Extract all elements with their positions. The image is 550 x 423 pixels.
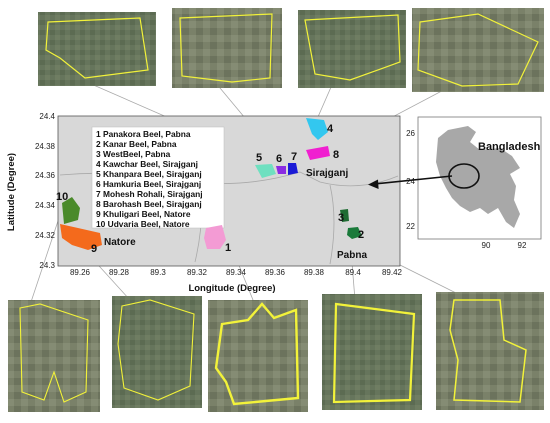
legend-entry-8: 8 Barohash Beel, Sirajganj: [96, 199, 202, 209]
x-tick-label: 89.38: [304, 268, 325, 277]
polygon-number-2: 2: [358, 229, 364, 241]
beel-polygon-5: [255, 164, 276, 178]
y-tick-label: 24.4: [39, 112, 55, 121]
x-tick-label: 89.34: [226, 268, 247, 277]
x-tick-label: 89.42: [382, 268, 403, 277]
x-axis-label: Longitude (Degree): [188, 283, 275, 294]
legend-entry-10: 10 Udvaria Beel, Natore: [96, 219, 190, 229]
beel-polygon-1: [204, 225, 226, 249]
beel-polygon-3: [340, 209, 349, 222]
legend: 1 Panakora Beel, Pabna 2 Kanar Beel, Pab…: [91, 126, 225, 229]
inset-x-tick: 92: [518, 241, 527, 250]
beel-polygon-10: [62, 197, 80, 224]
bangladesh-shape: [436, 126, 520, 228]
satellite-thumbnail-top-2: [172, 8, 282, 88]
legend-entry-9: 9 Khuligari Beel, Natore: [96, 209, 191, 219]
y-tick-label: 24.34: [35, 201, 56, 210]
x-tick-label: 89.32: [187, 268, 208, 277]
legend-entry-5: 5 Khanpara Beel, Sirajganj: [96, 169, 202, 179]
region-label-natore: Natore: [104, 237, 136, 248]
legend-entry-7: 7 Mohesh Rohali, Sirajganj: [96, 189, 203, 199]
inset-x-tick: 90: [482, 241, 491, 250]
legend-entry-6: 6 Hamkuria Beel, Sirajganj: [96, 179, 201, 189]
beel-polygon-4: [306, 118, 328, 140]
y-tick-label: 24.36: [35, 171, 56, 180]
locator-arrow: [368, 175, 453, 189]
polygon-number-1: 1: [225, 242, 231, 254]
x-tick-label: 89.26: [70, 268, 91, 277]
x-tick-label: 89.28: [109, 268, 130, 277]
polygon-number-8: 8: [333, 149, 339, 161]
polygon-number-7: 7: [291, 151, 297, 163]
region-label-sirajganj: Sirajganj: [306, 168, 348, 179]
inset-map: Bangladesh 26 24 22 90 92: [406, 116, 542, 250]
region-label-pabna: Pabna: [337, 250, 367, 261]
y-tick-labels: 24.4 24.38 24.36 24.34 24.32 24.3: [35, 112, 56, 270]
legend-entry-2: 2 Kanar Beel, Pabna: [96, 139, 177, 149]
inset-y-tick: 26: [406, 129, 415, 138]
satellite-thumbnail-top-3: [298, 10, 406, 88]
polygon-number-5: 5: [256, 152, 262, 164]
inset-y-tick: 22: [406, 222, 415, 231]
y-tick-label: 24.38: [35, 142, 56, 151]
satellite-thumbnail-bottom-5: [436, 292, 544, 410]
satellite-thumbnail-bottom-1: [8, 300, 100, 412]
y-axis-label: Latitude (Degree): [6, 153, 17, 231]
beel-polygon-8: [306, 146, 330, 160]
x-tick-label: 89.36: [265, 268, 286, 277]
polygon-number-3: 3: [338, 212, 344, 224]
x-tick-labels: 89.26 89.28 89.3 89.32 89.34 89.36 89.38…: [70, 268, 403, 277]
inset-y-tick: 24: [406, 177, 415, 186]
beel-polygon-9: [60, 224, 102, 250]
legend-entry-4: 4 Kawchar Beel, Sirajganj: [96, 159, 198, 169]
satellite-thumbnail-top-1: [38, 12, 156, 86]
beel-polygon-7: [288, 163, 298, 175]
polygon-number-9: 9: [91, 243, 97, 255]
satellite-thumbnail-bottom-3: [208, 300, 308, 412]
y-tick-label: 24.3: [39, 261, 55, 270]
y-tick-label: 24.32: [35, 231, 56, 240]
main-map: 1 Panakora Beel, Pabna 2 Kanar Beel, Pab…: [6, 112, 403, 294]
x-tick-label: 89.3: [150, 268, 166, 277]
country-label: Bangladesh: [478, 141, 541, 153]
beel-polygon-6: [276, 166, 286, 174]
satellite-thumbnail-bottom-2: [112, 296, 202, 408]
polygon-number-6: 6: [276, 153, 282, 165]
polygon-number-4: 4: [327, 123, 334, 135]
legend-entry-3: 3 WestBeel, Pabna: [96, 149, 171, 159]
legend-box: [91, 126, 225, 229]
beel-polygon-2: [347, 227, 362, 239]
satellite-thumbnail-bottom-4: [322, 294, 422, 410]
polygon-number-10: 10: [56, 191, 68, 203]
x-tick-label: 89.4: [345, 268, 361, 277]
satellite-thumbnail-top-4: [412, 8, 544, 92]
legend-entry-1: 1 Panakora Beel, Pabna: [96, 129, 191, 139]
